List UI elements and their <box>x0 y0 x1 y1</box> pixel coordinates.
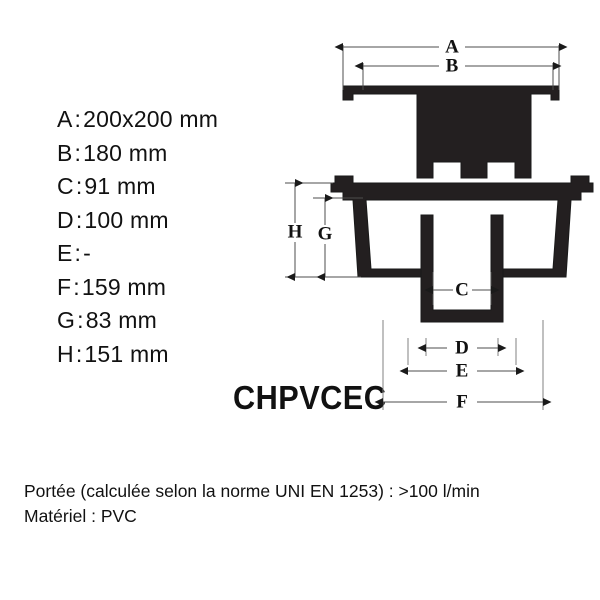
body-outer-profile <box>330 175 594 289</box>
grate-cover-section <box>342 85 560 179</box>
spec-key: D <box>57 206 74 233</box>
dimension-H: H <box>285 179 361 281</box>
spec-value: 91 mm <box>84 173 156 199</box>
flow-rate-line: Portée (calculée selon la norme UNI EN 1… <box>24 481 480 501</box>
dimension-E: E <box>399 360 525 381</box>
spec-key: E <box>57 240 73 266</box>
spec-separator: : <box>73 273 80 300</box>
spec-row: H:151 mm <box>57 338 287 372</box>
spec-value: 200x200 mm <box>83 106 219 132</box>
dimension-F: F <box>374 320 552 412</box>
dimension-label-D: D <box>455 337 469 358</box>
spec-value: 180 mm <box>83 139 168 166</box>
spec-separator: : <box>74 240 82 266</box>
dimension-spec-list: A:200x200 mm B:180 mm C:91 mm D:100 mm E… <box>57 103 287 371</box>
dimension-D: D <box>407 337 517 365</box>
dimension-label-A: A <box>445 36 459 57</box>
spec-row: A:200x200 mm <box>57 103 287 137</box>
spec-row: F:159 mm <box>57 271 287 305</box>
spec-row: C:91 mm <box>57 170 287 204</box>
outlet-pipe-profile <box>420 214 504 323</box>
spec-key: G <box>57 307 76 333</box>
spec-separator: : <box>75 340 83 367</box>
dimension-label-C: C <box>455 279 469 300</box>
dimension-label-G: G <box>318 223 333 244</box>
dimension-G: G <box>313 194 363 281</box>
spec-row: G:83 mm <box>57 304 287 338</box>
spec-separator: : <box>75 206 83 233</box>
spec-key: B <box>57 139 73 166</box>
spec-key: C <box>57 173 74 199</box>
spec-separator: : <box>77 307 84 333</box>
material-line: Matériel : PVC <box>24 506 137 526</box>
spec-value: - <box>83 240 91 266</box>
cover-profile <box>342 85 560 179</box>
spec-value: 83 mm <box>85 307 157 333</box>
spec-value: 151 mm <box>84 340 169 367</box>
spec-key: F <box>57 273 72 300</box>
spec-separator: : <box>75 173 83 199</box>
dimension-label-H: H <box>288 221 303 242</box>
footer-specifications: Portée (calculée selon la norme UNI EN 1… <box>24 479 594 529</box>
dimension-C: C <box>424 272 500 305</box>
dimension-label-B: B <box>446 55 459 76</box>
dimension-label-E: E <box>456 360 469 381</box>
spec-value: 100 mm <box>84 206 169 233</box>
drain-body-section <box>330 175 594 323</box>
spec-row: D:100 mm <box>57 204 287 238</box>
technical-drawing: A B H G <box>285 36 594 412</box>
spec-key: A <box>57 106 73 132</box>
spec-separator: : <box>74 139 82 166</box>
spec-row: E:- <box>57 237 287 271</box>
dimension-B: B <box>354 55 562 90</box>
spec-value: 159 mm <box>81 273 167 300</box>
dimension-label-F: F <box>456 391 468 412</box>
spec-separator: : <box>74 106 82 132</box>
dimension-A: A <box>334 36 568 90</box>
product-code: CHPVCEC <box>233 379 387 416</box>
spec-key: H <box>57 340 74 367</box>
spec-row: B:180 mm <box>57 137 287 171</box>
